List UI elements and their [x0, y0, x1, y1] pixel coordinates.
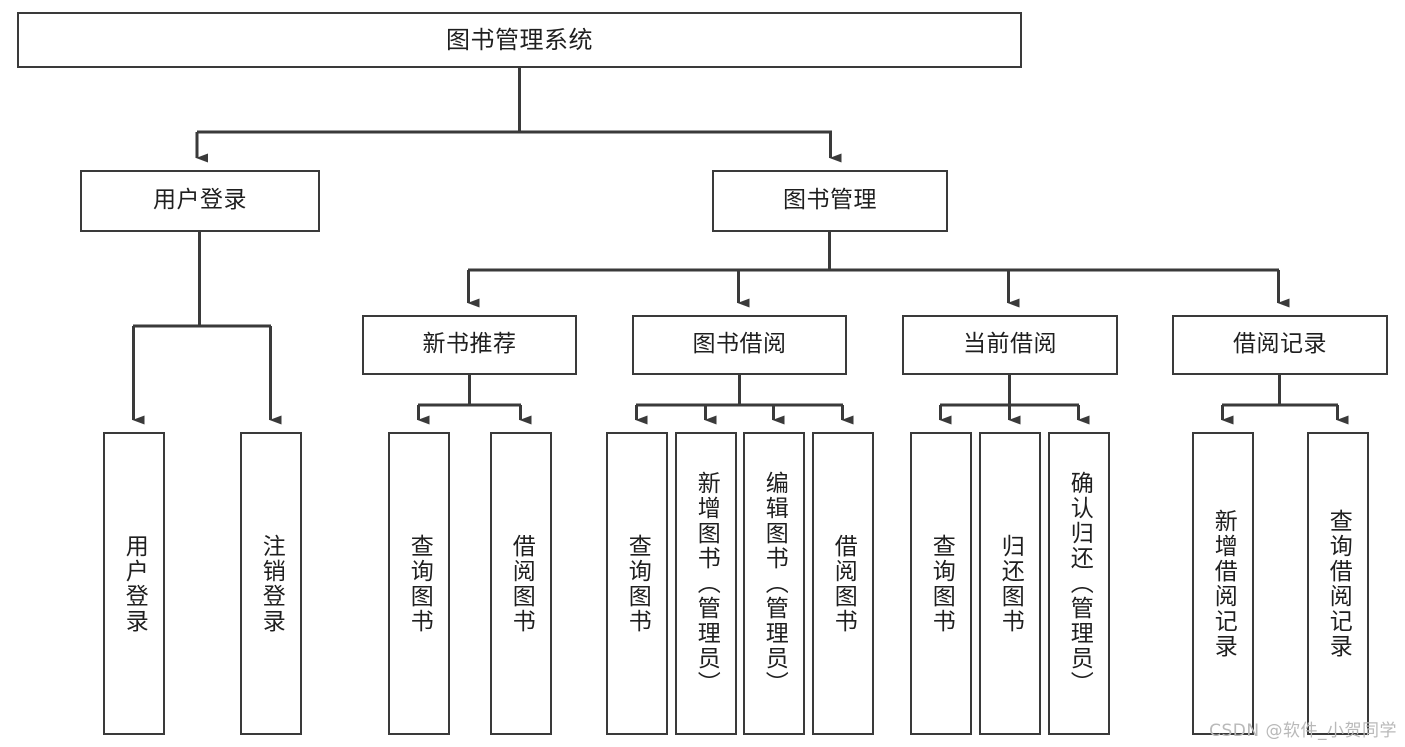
node-current-borrow[interactable]: 当前借阅 [902, 315, 1118, 375]
node-label: 图书管理 [783, 187, 877, 214]
node-label: 新书推荐 [422, 331, 517, 358]
node-label: 图书借阅 [692, 331, 787, 358]
leaf-borrow-record-add-record[interactable]: 新增借阅记录 [1192, 432, 1254, 735]
node-user-login[interactable]: 用户登录 [80, 170, 320, 232]
leaf-book-borrow-query-book[interactable]: 查询图书 [606, 432, 668, 735]
node-label: 归还图书 [997, 533, 1024, 634]
leaf-new-book-query-book[interactable]: 查询图书 [388, 432, 450, 735]
node-book-management[interactable]: 图书管理 [712, 170, 948, 232]
node-label: 编辑图书（管理员） [761, 471, 788, 696]
leaf-new-book-borrow-book[interactable]: 借阅图书 [490, 432, 552, 735]
node-label: 新增借阅记录 [1210, 508, 1237, 659]
leaf-book-borrow-edit-book-admin[interactable]: 编辑图书（管理员） [743, 432, 805, 735]
leaf-user-login-logout[interactable]: 注销登录 [240, 432, 302, 735]
node-label: 查询借阅记录 [1325, 508, 1352, 659]
node-label: 借阅图书 [830, 533, 857, 634]
node-label: 用户登录 [121, 533, 148, 634]
node-label: 查询图书 [928, 533, 955, 634]
node-label: 借阅图书 [508, 533, 535, 634]
node-borrow-record[interactable]: 借阅记录 [1172, 315, 1388, 375]
leaf-borrow-record-query-record[interactable]: 查询借阅记录 [1307, 432, 1369, 735]
leaf-book-borrow-add-book-admin[interactable]: 新增图书（管理员） [675, 432, 737, 735]
node-root-book-management-system[interactable]: 图书管理系统 [17, 12, 1022, 68]
node-new-book-recommend[interactable]: 新书推荐 [362, 315, 577, 375]
node-label: 借阅记录 [1233, 331, 1327, 358]
node-label: 查询图书 [624, 533, 651, 634]
node-label: 当前借阅 [963, 331, 1057, 358]
node-label: 注销登录 [258, 533, 285, 634]
leaf-book-borrow-borrow-book[interactable]: 借阅图书 [812, 432, 874, 735]
node-label: 查询图书 [406, 533, 433, 634]
node-book-borrow[interactable]: 图书借阅 [632, 315, 847, 375]
node-label: 新增图书（管理员） [693, 471, 720, 696]
node-label: 确认归还（管理员） [1066, 471, 1093, 696]
leaf-current-borrow-confirm-return-admin[interactable]: 确认归还（管理员） [1048, 432, 1110, 735]
leaf-current-borrow-query-book[interactable]: 查询图书 [910, 432, 972, 735]
node-label: 用户登录 [153, 187, 247, 214]
node-label: 图书管理系统 [446, 25, 593, 54]
leaf-user-login-login[interactable]: 用户登录 [103, 432, 165, 735]
leaf-current-borrow-return-book[interactable]: 归还图书 [979, 432, 1041, 735]
